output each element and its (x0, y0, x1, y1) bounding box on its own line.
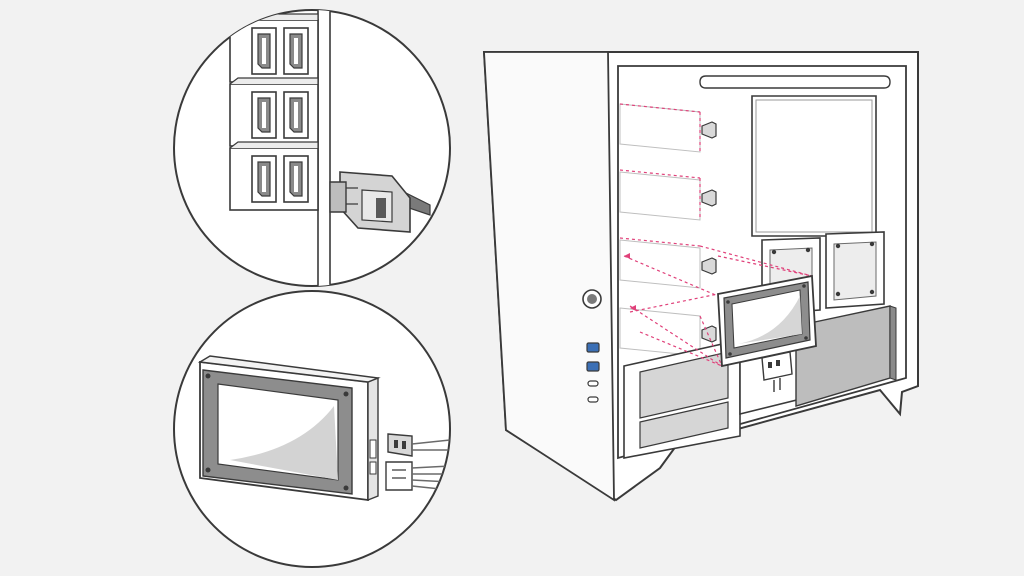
guide-line (699, 245, 813, 277)
usb-a-port (586, 342, 600, 353)
guide-arrow (630, 305, 636, 311)
ssd-being-installed (717, 274, 817, 368)
slot-latch (701, 189, 717, 207)
guide-line (619, 103, 701, 113)
psu-shroud (623, 305, 897, 459)
pc-case (482, 51, 919, 502)
ssd-slot (619, 171, 717, 221)
sata-cable-plug (329, 171, 431, 233)
slot-latch (701, 325, 717, 343)
callout-ssd-connection (173, 290, 451, 568)
motherboard-edge (317, 10, 331, 286)
usb-a-port (586, 361, 600, 372)
sata-port-stack (229, 13, 319, 211)
callout-sata-ports (173, 9, 451, 287)
power-button (582, 289, 602, 309)
front-io-panel (582, 289, 602, 403)
ssd-slots (619, 103, 717, 357)
motherboard-tray (751, 95, 877, 237)
sata-port (251, 27, 277, 75)
sata-port (251, 155, 277, 203)
sata-port (283, 27, 309, 75)
sata-port-block (229, 13, 319, 83)
sata-port-block (229, 141, 319, 211)
sata-power-plug (385, 433, 450, 491)
guide-line (629, 293, 719, 313)
guide-line (717, 255, 813, 277)
rear-ssd-bracket-right (825, 231, 885, 309)
usb-c-port (587, 380, 599, 387)
guide-line (619, 237, 701, 247)
usb-c-port (587, 396, 599, 403)
ssd-slot (619, 103, 717, 153)
guide-line (623, 255, 719, 297)
sata-port-block (229, 77, 319, 147)
guide-arrow (624, 253, 630, 259)
sata-port (251, 91, 277, 139)
ssd-slot (619, 239, 717, 289)
sata-port (283, 91, 309, 139)
sata-port (283, 155, 309, 203)
ssd-slot (619, 307, 717, 357)
ssd-drive-large (197, 355, 381, 502)
ssd-power-cable (761, 351, 793, 392)
slot-latch (701, 121, 717, 139)
guide-line (619, 169, 701, 179)
guide-line (639, 331, 723, 367)
slot-latch (701, 257, 717, 275)
guide-line (629, 305, 723, 367)
